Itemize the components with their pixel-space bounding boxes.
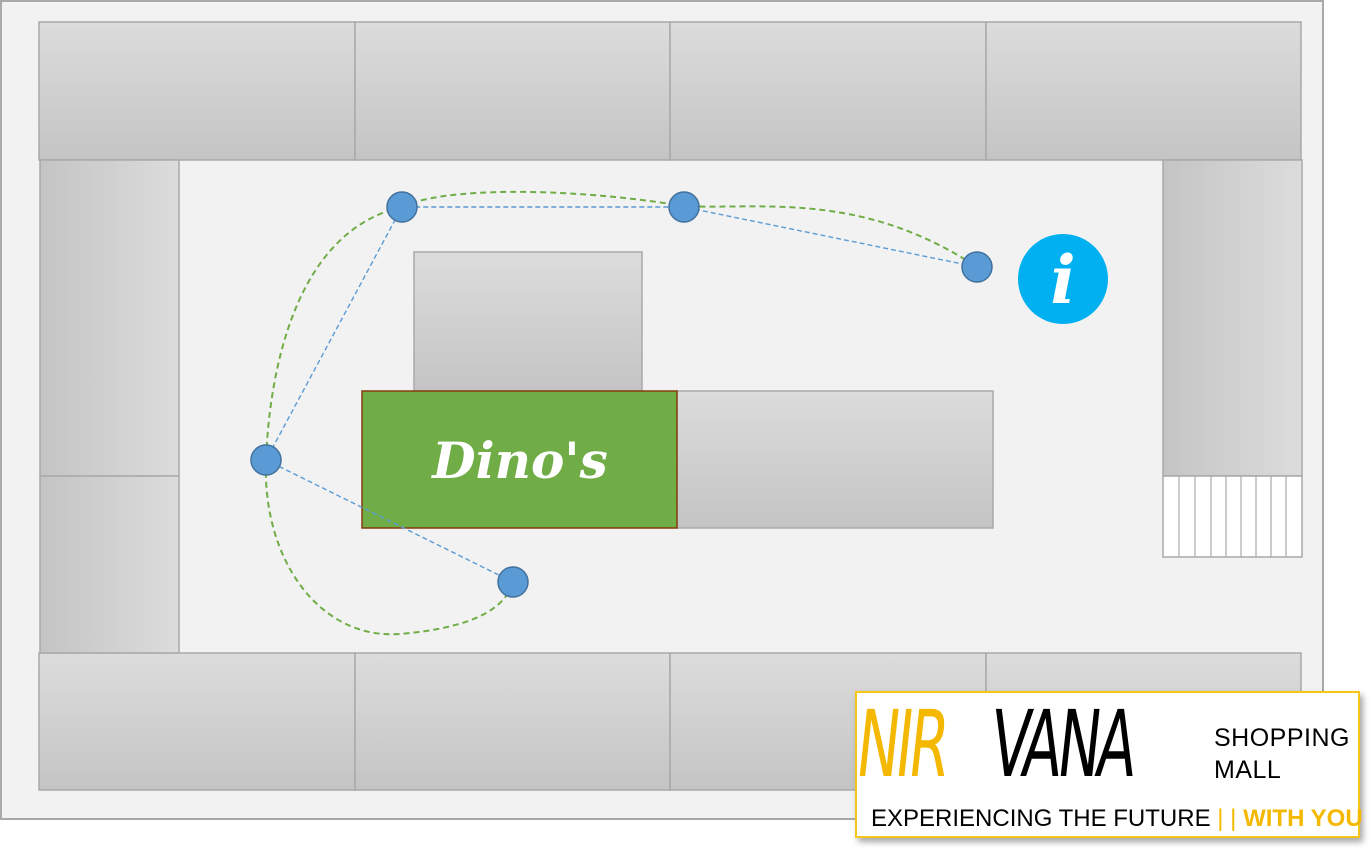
logo-brand-part2: VANA [985, 691, 1139, 798]
logo-tagline: EXPERIENCING THE FUTURE | | WITH YOU [871, 805, 1363, 833]
logo-subtitle-line2: MALL [1214, 756, 1282, 784]
store-top-3[interactable] [669, 21, 987, 161]
store-left-1[interactable] [39, 159, 180, 477]
logo-subtitle-line1: SHOPPING [1214, 724, 1350, 752]
store-top-1[interactable] [38, 21, 356, 161]
logo-tagline-main: EXPERIENCING THE FUTURE [871, 805, 1211, 832]
logo-tagline-emphasis: WITH YOU [1243, 805, 1363, 832]
store-center-upper[interactable] [413, 251, 643, 393]
store-top-2[interactable] [354, 21, 671, 161]
waypoint-node[interactable] [497, 566, 529, 598]
store-dinos-block[interactable] [361, 390, 678, 529]
waypoint-node[interactable] [250, 444, 282, 476]
stairs [1162, 475, 1303, 558]
logo-brand-part1: NIR [851, 691, 952, 798]
store-dinos-label: Dino's [430, 431, 608, 490]
waypoint-node[interactable] [961, 251, 993, 283]
store-right-1[interactable] [1162, 159, 1303, 477]
store-bottom-2[interactable] [354, 652, 671, 791]
store-dinos[interactable]: Dino's [361, 390, 678, 529]
nirvana-logo: NIR VANA SHOPPING MALL EXPERIENCING THE … [851, 691, 1363, 838]
store-top-4[interactable] [985, 21, 1302, 161]
store-left-2[interactable] [39, 475, 180, 654]
store-bottom-1[interactable] [38, 652, 356, 791]
info-icon[interactable]: i [1018, 234, 1108, 324]
info-icon-glyph: i [1050, 241, 1075, 319]
waypoint-node[interactable] [386, 191, 418, 223]
logo-tagline-separator: | | [1217, 805, 1237, 832]
waypoint-node[interactable] [668, 191, 700, 223]
store-center-right[interactable] [676, 390, 994, 529]
